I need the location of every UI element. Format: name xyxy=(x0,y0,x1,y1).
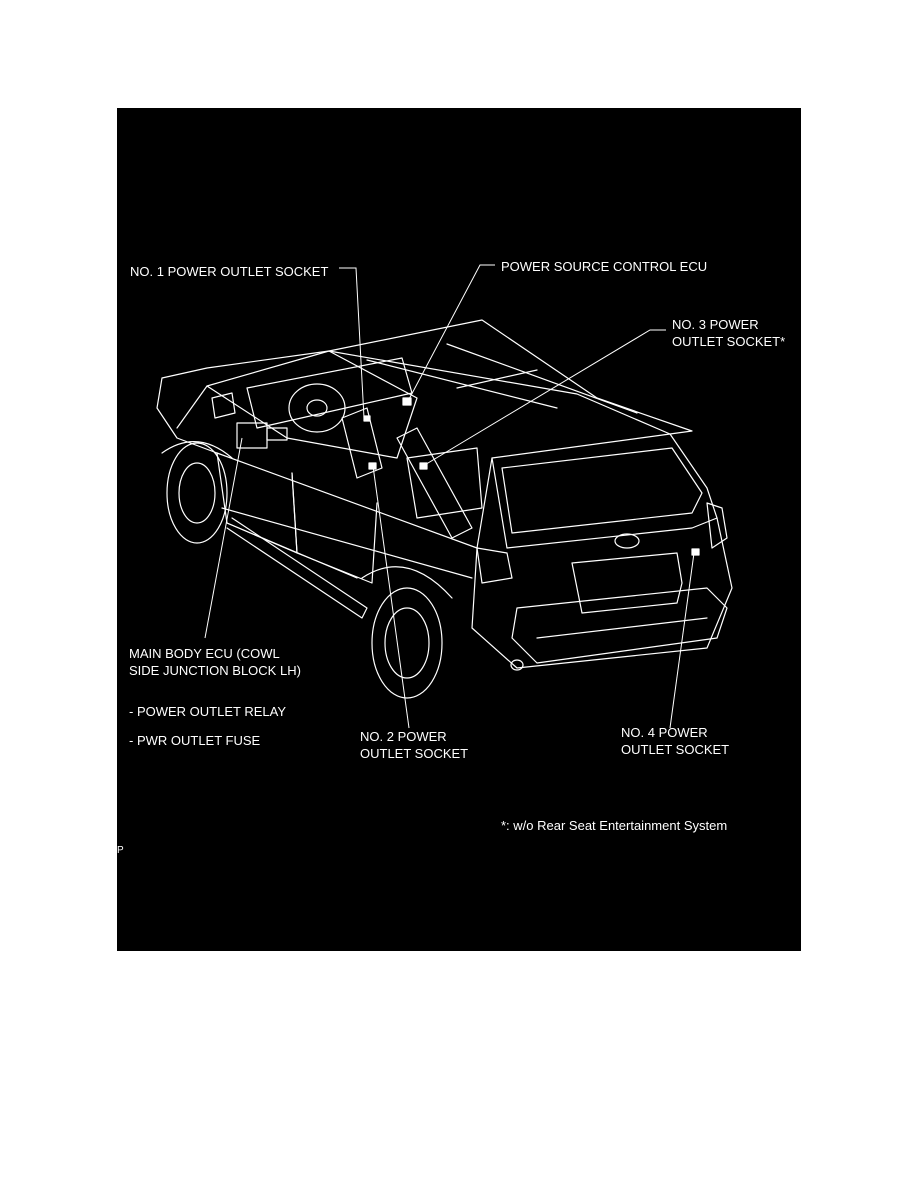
leader-no2-socket xyxy=(372,465,410,729)
label-no4-line1: NO. 4 POWER xyxy=(621,725,708,740)
leader-no1-socket xyxy=(339,267,365,419)
corner-mark: P xyxy=(117,842,124,859)
power-ecu-mark xyxy=(402,397,412,406)
roof-crossbar xyxy=(456,369,538,389)
steering-wheel xyxy=(288,383,346,433)
label-relay-text: - POWER OUTLET RELAY xyxy=(129,704,286,719)
rear-bumper xyxy=(511,587,728,664)
label-no4-line2: OUTLET SOCKET xyxy=(621,742,730,757)
label-no2-line2: OUTLET SOCKET xyxy=(360,746,469,761)
side-body xyxy=(216,452,478,579)
seat-back xyxy=(396,427,473,539)
label-no3-line2: OUTLET SOCKET* xyxy=(672,334,786,349)
dashboard xyxy=(246,357,413,429)
label-no1-socket-text: NO. 1 POWER OUTLET SOCKET xyxy=(130,264,329,279)
rear-wheel-rim xyxy=(384,607,430,679)
label-power-outlet-relay: - POWER OUTLET RELAY xyxy=(129,703,286,720)
no2-socket-mark xyxy=(368,462,377,470)
label-no1-socket: NO. 1 POWER OUTLET SOCKET xyxy=(130,263,328,280)
leader-no4-socket xyxy=(669,552,695,729)
no4-socket-mark xyxy=(691,548,700,556)
front-wheel-rim xyxy=(178,462,216,524)
front-wheel-tire xyxy=(166,442,228,544)
leader-power-ecu xyxy=(406,264,495,404)
vehicle-illustration xyxy=(156,264,733,729)
label-no4-socket: NO. 4 POWER OUTLET SOCKET xyxy=(621,724,729,758)
label-power-ecu-text: POWER SOURCE CONTROL ECU xyxy=(501,259,708,274)
taillight-right xyxy=(706,502,728,549)
license-plate-recess xyxy=(571,552,683,614)
taillight-left xyxy=(476,547,513,584)
label-no3-socket: NO. 3 POWER OUTLET SOCKET* xyxy=(672,316,785,350)
bumper-step xyxy=(536,617,708,639)
corner-mark-text: P xyxy=(117,845,124,856)
running-board xyxy=(226,517,368,619)
label-main-body-ecu: MAIN BODY ECU (COWL SIDE JUNCTION BLOCK … xyxy=(129,645,301,679)
roof-rail-2 xyxy=(446,343,638,414)
roof-outline xyxy=(328,319,693,435)
footnote: *: w/o Rear Seat Entertainment System xyxy=(501,817,727,834)
label-fuse-text: - PWR OUTLET FUSE xyxy=(129,733,261,748)
center-console xyxy=(341,407,383,479)
label-main-body-line2: SIDE JUNCTION BLOCK LH) xyxy=(129,663,301,678)
rear-wheel-arch xyxy=(361,566,453,599)
body-upper xyxy=(156,350,330,454)
label-no2-line1: NO. 2 POWER xyxy=(360,729,447,744)
label-pwr-outlet-fuse: - PWR OUTLET FUSE xyxy=(129,732,260,749)
front-wheel-arch xyxy=(161,441,233,459)
roof-rail-1 xyxy=(366,359,558,409)
footnote-text: *: w/o Rear Seat Entertainment System xyxy=(501,818,728,833)
rear-emblem xyxy=(614,533,640,549)
rear-window xyxy=(501,447,703,534)
leader-main-body-ecu xyxy=(204,437,243,639)
steering-hub xyxy=(306,399,328,417)
label-main-body-line1: MAIN BODY ECU (COWL xyxy=(129,646,280,661)
diagram-panel: NO. 1 POWER OUTLET SOCKET POWER SOURCE C… xyxy=(117,108,801,951)
no1-socket-mark xyxy=(363,415,371,422)
label-no2-socket: NO. 2 POWER OUTLET SOCKET xyxy=(360,728,468,762)
label-no3-line1: NO. 3 POWER xyxy=(672,317,759,332)
windshield xyxy=(206,350,418,459)
rear-body xyxy=(471,457,733,669)
leader-no3-socket xyxy=(422,329,666,467)
bumper-reflector xyxy=(510,659,524,671)
rear-wheel-tire xyxy=(371,587,443,699)
rear-seat xyxy=(406,447,483,519)
junction-block-fuses xyxy=(266,427,288,441)
a-pillar xyxy=(176,385,208,429)
rear-door xyxy=(291,472,378,584)
side-mirror xyxy=(211,392,236,419)
label-power-source-ecu: POWER SOURCE CONTROL ECU xyxy=(501,258,707,275)
